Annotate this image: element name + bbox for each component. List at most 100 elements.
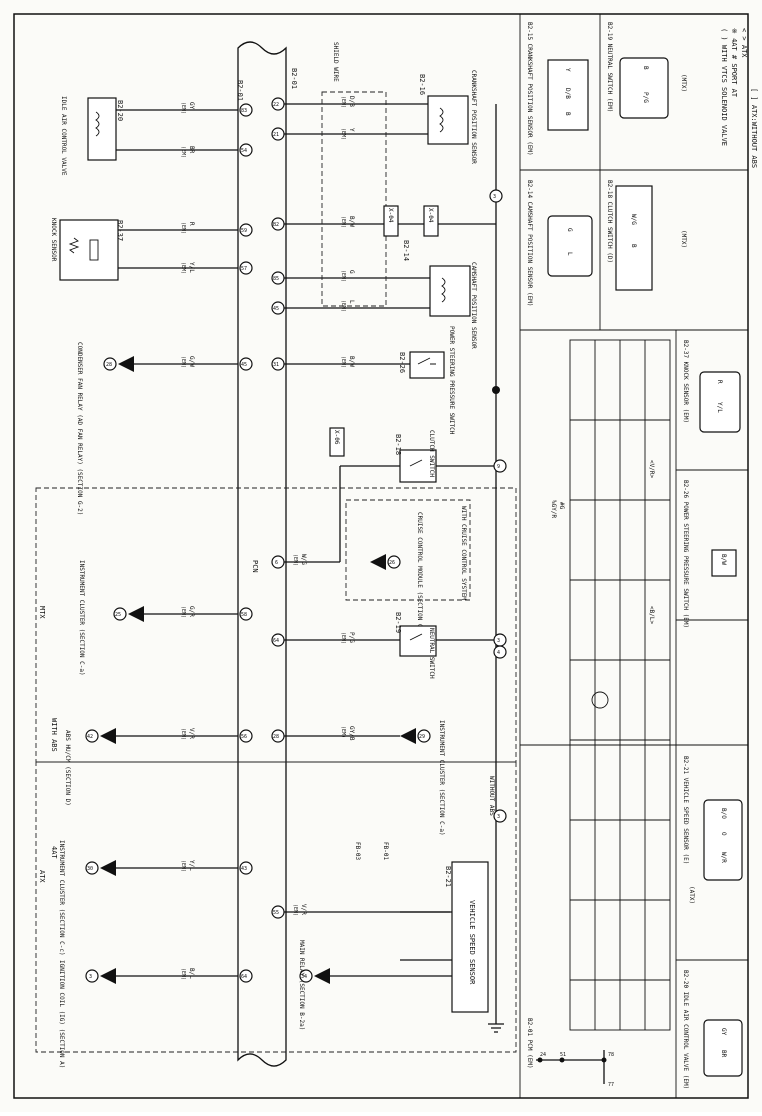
knock-sensor: KNOCK SENSOR B2-37: [50, 218, 238, 281]
svg-text:POWER STEERING PRESSURE SWITCH: POWER STEERING PRESSURE SWITCH: [448, 326, 455, 435]
svg-text:WITH CRUISE CONTROL SYSTEM: WITH CRUISE CONTROL SYSTEM: [460, 506, 467, 600]
svg-text:45: 45: [273, 306, 279, 312]
svg-text:4: 4: [497, 650, 500, 656]
svg-text:Y/L: Y/L: [188, 860, 195, 871]
b219-title: B2-19 NEUTRAL SWITCH (EM): [606, 22, 613, 112]
svg-text:59: 59: [241, 228, 247, 234]
svg-text:34: 34: [301, 974, 307, 980]
svg-text:R: R: [188, 222, 195, 226]
svg-text:(EM): (EM): [180, 102, 186, 114]
svg-text:(EM): (EM): [180, 262, 186, 274]
b214-title: B2-14 CAMSHAFT POSITION SENSOR (EM): [526, 180, 533, 306]
svg-text:X-04: X-04: [387, 208, 394, 223]
svg-text:B: B: [630, 244, 637, 248]
svg-text:B: B: [564, 112, 571, 116]
svg-text:(EM): (EM): [340, 270, 346, 282]
b237-title: B2-37 KNOCK SENSOR (EM): [682, 340, 689, 423]
svg-text:64: 64: [241, 974, 247, 980]
svg-text:V/R: V/R: [300, 904, 307, 915]
note-3: ※ 4AT # SPORT AT: [730, 28, 738, 98]
svg-text:(MTX): (MTX): [680, 74, 687, 92]
svg-text:77: 77: [608, 1082, 614, 1088]
svg-text:<B/L>: <B/L>: [648, 606, 655, 624]
svg-text:P/G: P/G: [642, 92, 649, 103]
svg-text:51: 51: [560, 1052, 566, 1058]
svg-text:(EM): (EM): [180, 728, 186, 740]
svg-text:(EM): (EM): [180, 968, 186, 980]
b221-title: B2-21 VEHICLE SPEED SENSOR (E): [682, 756, 689, 864]
instrument-cluster-ca: INSTRUMENT CLUSTER (SECTION C-a) 25: [78, 560, 238, 676]
abs-hu-cm: ABS HU/CM (SECTION D) 42: [64, 728, 238, 806]
bus-conn-right: B2-01: [290, 68, 298, 89]
instrument-cluster-cc: INSTRUMENT CLUSTER (SECTION C-c) 30: [58, 840, 238, 956]
pcm-ground-pins: 24 51 78 77: [536, 1050, 614, 1088]
svg-text:B2-18: B2-18: [394, 434, 402, 455]
svg-text:(EM): (EM): [340, 726, 346, 738]
svg-text:INSTRUMENT CLUSTER (SECTION C-: INSTRUMENT CLUSTER (SECTION C-c): [58, 840, 65, 956]
svg-text:(EM): (EM): [340, 356, 346, 368]
condenser-fan-relay: CONDENSER FAN RELAY (AD FAN RELAY) (SECT…: [76, 342, 238, 515]
svg-text:CRUISE CONTROL MODULE (SECTION: CRUISE CONTROL MODULE (SECTION Q): [416, 512, 423, 631]
svg-text:CAMSHAFT POSITION SENSOR: CAMSHAFT POSITION SENSOR: [470, 262, 477, 349]
svg-text:GY: GY: [720, 1028, 727, 1036]
svg-text:(MTX): (MTX): [680, 230, 687, 248]
svg-text:Y: Y: [564, 68, 571, 72]
svg-text:G: G: [566, 228, 573, 232]
svg-text:(EM): (EM): [180, 860, 186, 872]
svg-text:L: L: [348, 300, 355, 304]
svg-text:VEHICLE SPEED SENSOR: VEHICLE SPEED SENSOR: [468, 900, 476, 985]
svg-text:Y/L: Y/L: [716, 402, 723, 413]
svg-text:BR: BR: [720, 1050, 727, 1058]
svg-text:(EM): (EM): [180, 356, 186, 368]
with-abs-label: WITH ABS: [50, 718, 58, 752]
svg-text:26: 26: [389, 560, 395, 566]
b215-title: B2-15 CRANKSHAFT POSITION SENSOR (EM): [526, 22, 533, 156]
atx-region: [35, 761, 517, 1053]
svg-text:9: 9: [497, 464, 500, 470]
svg-text:V/R: V/R: [188, 728, 195, 739]
svg-text:(EM): (EM): [292, 904, 298, 916]
svg-text:28: 28: [106, 362, 112, 368]
svg-text:(EM): (EM): [340, 128, 346, 140]
svg-text:55: 55: [273, 910, 279, 916]
svg-text:3: 3: [493, 194, 496, 200]
connector-panels: B2-15 CRANKSHAFT POSITION SENSOR (EM) Y …: [519, 14, 748, 1098]
svg-text:78: 78: [608, 1052, 614, 1058]
svg-text:CLUTCH SWITCH: CLUTCH SWITCH: [428, 430, 435, 477]
svg-text:3: 3: [497, 814, 500, 820]
svg-text:28: 28: [273, 734, 279, 740]
svg-text:W/R: W/R: [720, 852, 727, 863]
svg-text:6: 6: [275, 560, 278, 566]
pcm-pin-grid: [569, 339, 671, 1031]
svg-text:64: 64: [273, 638, 279, 644]
svg-text:(EM): (EM): [340, 96, 346, 108]
svg-text:(EM): (EM): [340, 216, 346, 228]
svg-text:INSTRUMENT CLUSTER (SECTION C-: INSTRUMENT CLUSTER (SECTION C-a): [78, 560, 85, 676]
svg-text:B/L: B/L: [188, 968, 195, 979]
svg-text:Y/L: Y/L: [188, 262, 195, 273]
svg-text:57: 57: [241, 266, 247, 272]
left-wire-labels: GY (EM) 83 BR (EM) 54 R (EM) 59 Y/L (EM)…: [180, 102, 253, 983]
svg-text:BR: BR: [188, 146, 195, 154]
svg-text:31: 31: [273, 362, 279, 368]
b226-title: B2-26 POWER STEERING PRESSURE SWITCH (EM…: [682, 480, 689, 628]
svg-text:G/R: G/R: [188, 606, 195, 617]
svg-text:X-04: X-04: [427, 208, 434, 223]
pcm-bus: PCN B2-01 B2-01: [236, 41, 298, 1067]
svg-text:CRANKSHAFT POSITION SENSOR: CRANKSHAFT POSITION SENSOR: [470, 70, 477, 164]
svg-text:X-06: X-06: [333, 430, 340, 445]
bus-conn-left: B2-01: [236, 80, 244, 101]
svg-text:25: 25: [115, 612, 121, 618]
svg-text:B/W: B/W: [348, 216, 355, 227]
svg-text:(EM): (EM): [180, 222, 186, 234]
svg-text:30: 30: [87, 866, 93, 872]
svg-text:D/B: D/B: [348, 96, 355, 107]
svg-text:FB-03: FB-03: [354, 842, 361, 860]
svg-text:R: R: [716, 380, 723, 384]
svg-text:O: O: [720, 832, 727, 836]
svg-text:24: 24: [540, 1052, 546, 1058]
svg-text:(EM): (EM): [180, 606, 186, 618]
svg-text:83: 83: [241, 108, 247, 114]
right-wiring: 22 21 B2 85 45 31 6 64 28 55 D/B (EM) Y …: [271, 42, 507, 1033]
